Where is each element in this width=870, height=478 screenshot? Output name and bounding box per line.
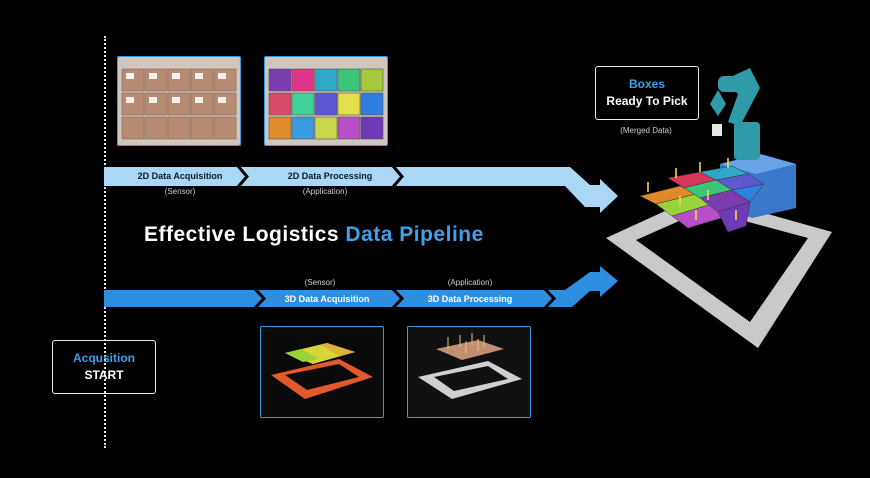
acquisition-start-box: Acqusition START: [52, 340, 156, 394]
merged-data-caption: (Merged Data): [620, 126, 672, 135]
page-title: Effective Logistics Data Pipeline: [144, 223, 484, 247]
start-timeline-line: [104, 36, 106, 448]
start-box-line2: START: [84, 368, 124, 382]
2d-processing-label: 2D Data Processing: [287, 171, 373, 181]
title-main: Effective Logistics: [144, 223, 340, 246]
2d-processing-caption: (Application): [302, 187, 348, 196]
raw-boxes-image: [117, 56, 241, 146]
pick-box-line1: Boxes: [628, 77, 666, 91]
segmented-boxes-image: [264, 56, 388, 146]
ready-to-pick-box: Boxes Ready To Pick: [595, 66, 699, 120]
3d-pointcloud-image: [260, 326, 384, 418]
3d-processed-image: [407, 326, 531, 418]
title-accent: Data Pipeline: [345, 223, 484, 246]
3d-processing-caption: (Application): [447, 278, 493, 287]
2d-acquisition-caption: (Sensor): [164, 187, 196, 196]
pick-box-line2: Ready To Pick: [606, 94, 688, 108]
start-box-line1: Acqusition: [73, 351, 135, 365]
3d-acquisition-caption: (Sensor): [304, 278, 336, 287]
3d-processing-label: 3D Data Processing: [427, 294, 513, 304]
robot-picking-scene: [606, 68, 832, 348]
3d-acquisition-label: 3D Data Acquisition: [284, 294, 370, 304]
2d-acquisition-label: 2D Data Acquisition: [137, 171, 223, 181]
